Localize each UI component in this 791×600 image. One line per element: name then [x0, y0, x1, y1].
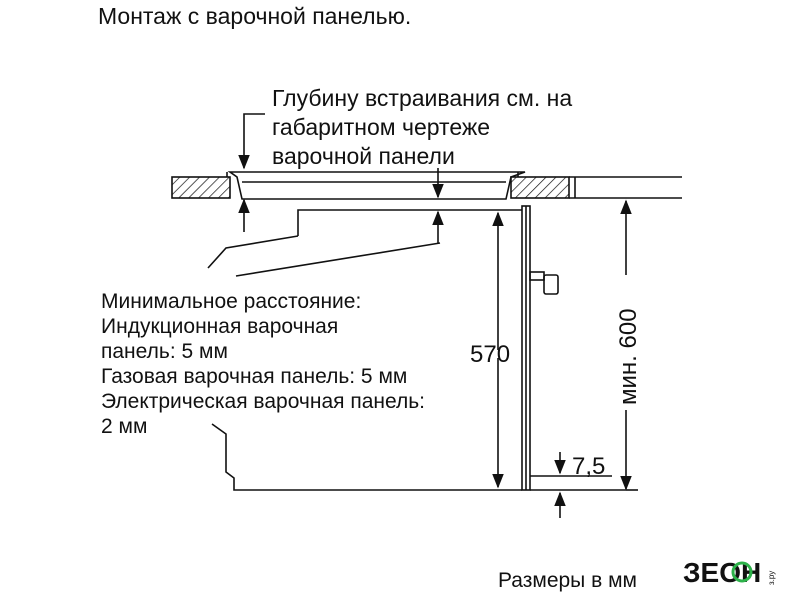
depth-arrows	[238, 113, 444, 243]
brand-watermark: ЗЕОН з.ру	[683, 555, 783, 596]
depth-note-line: габаритном чертеже	[272, 114, 491, 140]
dimension-570-label: 570	[470, 341, 510, 368]
dimension-7-5-label: 7,5	[572, 453, 605, 480]
dimension-600-label: мин. 600	[615, 308, 642, 405]
countertop-left	[171, 176, 231, 199]
brand-logo-suffix: з.ру	[767, 571, 776, 585]
oven-door	[521, 205, 559, 491]
min-distance-line: Электрическая варочная панель:	[101, 390, 426, 413]
cooktop	[226, 171, 526, 200]
min-distance-note: Минимальное расстояние: Индукционная вар…	[101, 289, 425, 439]
min-distance-line: 2 мм	[101, 415, 148, 438]
page-title: Монтаж с варочной панелью.	[98, 3, 412, 29]
min-distance-line: Минимальное расстояние:	[101, 290, 362, 313]
depth-note-line: варочной панели	[272, 143, 455, 169]
min-distance-line: Газовая варочная панель: 5 мм	[101, 365, 408, 388]
dimension-600	[620, 199, 638, 491]
oven-bottom	[211, 423, 522, 491]
units-footer: Размеры в мм	[498, 569, 637, 592]
countertop-right-extension	[569, 176, 682, 199]
depth-note-line: Глубину встраивания см. на	[272, 85, 573, 111]
min-distance-line: панель: 5 мм	[101, 340, 228, 363]
oven-top	[207, 209, 522, 277]
brand-logo-icon: ЗЕОН з.ру	[683, 557, 776, 588]
depth-note: Глубину встраивания см. на габаритном че…	[272, 84, 572, 171]
min-distance-line: Индукционная варочная	[101, 315, 339, 338]
dimension-7-5	[530, 452, 626, 518]
countertop-right	[510, 176, 570, 199]
brand-logo-text: ЗЕОН	[683, 557, 761, 588]
